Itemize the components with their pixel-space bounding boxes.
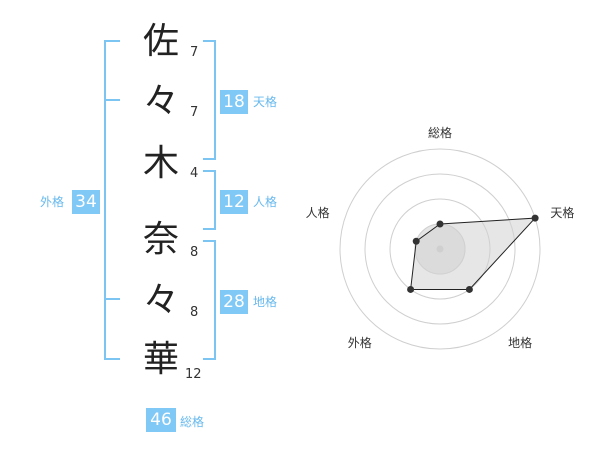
name-char-5: 々 [143,280,180,321]
radar-ring-3 [364,173,516,325]
soukaku-label: 総格 [180,415,205,429]
chikaku-score: 28 [220,290,248,314]
name-char-3: 木 [143,143,180,184]
jinkaku-label: 人格 [253,195,278,209]
stroke-count-2: 7 [190,105,199,120]
radar-point-3 [465,285,473,293]
radar-point-2 [531,214,539,222]
radar-point-4 [407,285,415,293]
gaikaku-bracket-tick-bottom [104,298,120,300]
stroke-count-4: 8 [190,245,199,260]
radar-point-5 [412,237,420,245]
radar-axis-label-4: 外格 [348,335,372,350]
chikaku-label: 地格 [253,295,278,309]
tenkaku-score: 18 [220,90,248,114]
radar-ring-4 [339,148,541,350]
jinkaku-bracket [203,170,216,230]
radar-axis-label-3: 地格 [508,335,532,350]
radar-point-1 [436,220,444,228]
stroke-count-5: 8 [190,305,199,320]
stroke-count-1: 7 [190,45,199,60]
radar-axis-label-2: 天格 [550,205,574,220]
stroke-count-3: 4 [190,166,199,181]
stroke-count-6: 12 [185,367,202,382]
name-char-1: 佐 [143,21,180,62]
chikaku-bracket [203,240,216,360]
radar-axis-label-1: 総格 [428,125,452,140]
gaikaku-score: 34 [72,190,100,214]
gaikaku-label: 外格 [40,195,65,209]
radar-axis-label-5: 人格 [306,205,330,220]
name-char-4: 奈 [143,219,180,260]
tenkaku-bracket [203,40,216,160]
tenkaku-label: 天格 [253,95,278,109]
radar-value-polygon [410,217,537,290]
soukaku-score: 46 [146,408,176,432]
name-char-6: 華 [143,339,180,380]
gaikaku-bracket-tick-top [104,99,120,101]
jinkaku-score: 12 [220,190,248,214]
gaikaku-bracket [104,40,120,360]
name-char-2: 々 [143,81,180,122]
